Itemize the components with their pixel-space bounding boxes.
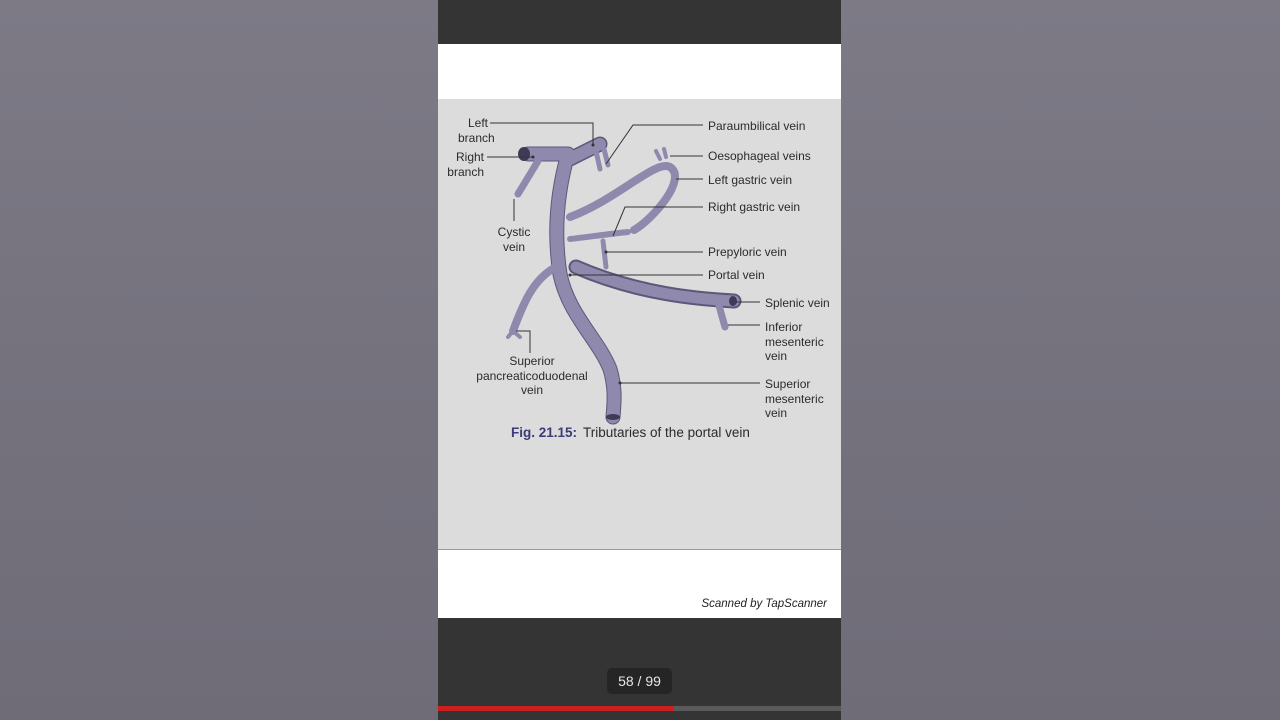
label-paraumbilical-vein: Paraumbilical vein [708, 119, 806, 133]
progress-bar[interactable] [438, 706, 841, 711]
page-counter: 58 / 99 [607, 668, 672, 694]
background-left [0, 0, 438, 720]
label-left-gastric-vein: Left gastric vein [708, 173, 793, 187]
progress-fill [438, 706, 675, 711]
figure-caption: Fig. 21.15: Tributaries of the portal vei… [511, 425, 750, 440]
figure-caption-text: Tributaries of the portal vein [583, 425, 750, 440]
scanner-watermark: Scanned by TapScanner [701, 598, 827, 610]
portal-vein-diagram [487, 122, 760, 425]
label-portal-vein: Portal vein [708, 268, 765, 282]
label-right-gastric-vein: Right gastric vein [708, 200, 801, 214]
label-splenic-vein: Splenic vein [765, 296, 830, 310]
background-right [841, 0, 1280, 720]
label-prepyloric-vein: Prepyloric vein [708, 245, 787, 259]
label-oesophageal-veins: Oesophageal veins [708, 149, 811, 163]
figure-number: Fig. 21.15: [511, 425, 578, 440]
